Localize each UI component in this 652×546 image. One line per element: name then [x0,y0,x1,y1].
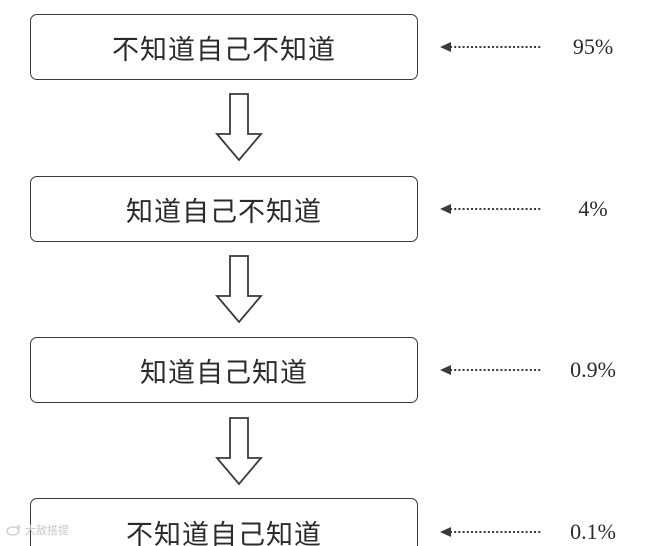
dotted-left-arrow-icon [440,42,542,52]
down-arrow-icon [215,255,263,324]
down-arrow-icon [215,417,263,486]
weibo-logo-icon [6,525,21,536]
dotted-left-arrow-icon [440,527,542,537]
level-percent-4: 0.1% [570,519,616,544]
level-percent-3: 0.9% [570,357,616,382]
level-percent-1: 95% [572,34,614,59]
watermark-text: 大敌搭提 [25,524,69,537]
level-label-1: 不知道自己不知道 [112,34,336,66]
level-percent-2: 4% [578,196,608,221]
level-box-3: 知道自己知道 [30,337,418,403]
level-label-4: 不知道自己知道 [126,519,322,546]
level-label-3: 知道自己知道 [140,357,308,389]
level-label-2: 知道自己不知道 [126,196,322,228]
level-box-1: 不知道自己不知道 [30,14,418,80]
dotted-left-arrow-icon [440,204,542,214]
watermark: 大敌搭提 [6,522,69,538]
down-arrow-icon [215,93,263,162]
dotted-left-arrow-icon [440,365,542,375]
level-box-4: 不知道自己知道 [30,498,418,546]
level-box-2: 知道自己不知道 [30,176,418,242]
